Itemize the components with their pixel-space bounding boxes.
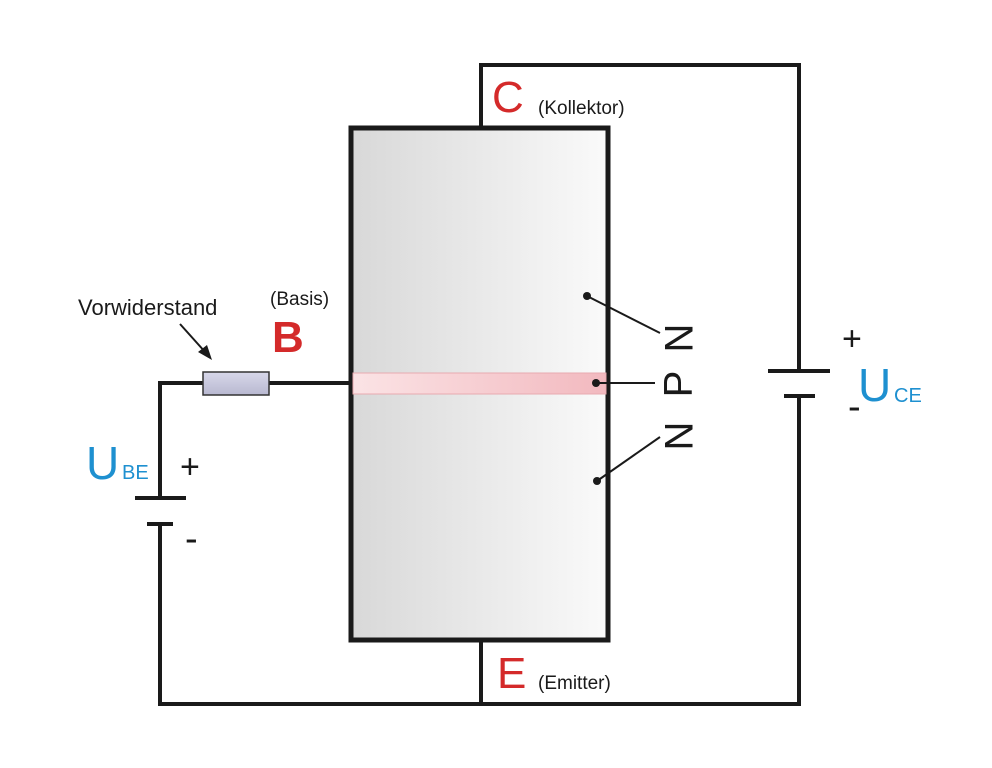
collector-name: (Kollektor) bbox=[538, 98, 625, 119]
pointer-collector-layer bbox=[586, 295, 661, 334]
collector-wire bbox=[479, 63, 801, 372]
dot-base-layer bbox=[592, 379, 600, 387]
layer-label-n-bottom: N bbox=[657, 421, 702, 451]
uce-plus: + bbox=[842, 320, 862, 358]
base-layer bbox=[352, 372, 607, 395]
layer-label-p: P bbox=[656, 370, 701, 398]
resistor-arrow bbox=[179, 323, 207, 354]
ube-main: U bbox=[86, 437, 120, 489]
arrow-head-icon bbox=[198, 345, 212, 360]
uce-sub: CE bbox=[894, 385, 922, 407]
uce-main: U bbox=[858, 359, 892, 411]
ube-sub: BE bbox=[122, 462, 149, 484]
dot-emitter-layer bbox=[593, 477, 601, 485]
resistor-label: Vorwiderstand bbox=[78, 295, 218, 320]
base-name: (Basis) bbox=[270, 289, 330, 310]
uce-minus: - bbox=[848, 386, 861, 428]
pointer-emitter-layer bbox=[596, 436, 661, 482]
layer-label-n-top: N bbox=[657, 323, 702, 353]
emitter-name: (Emitter) bbox=[538, 673, 611, 694]
base-wire bbox=[158, 381, 203, 498]
dot-collector-layer bbox=[583, 292, 591, 300]
base-letter: B bbox=[272, 313, 304, 362]
base-return-wire bbox=[158, 524, 481, 706]
collector-letter: C bbox=[492, 73, 524, 122]
ube-minus: - bbox=[185, 518, 198, 560]
emitter-wire bbox=[479, 396, 801, 706]
emitter-letter: E bbox=[497, 649, 527, 698]
ube-plus: + bbox=[180, 448, 200, 486]
resistor bbox=[202, 371, 270, 396]
